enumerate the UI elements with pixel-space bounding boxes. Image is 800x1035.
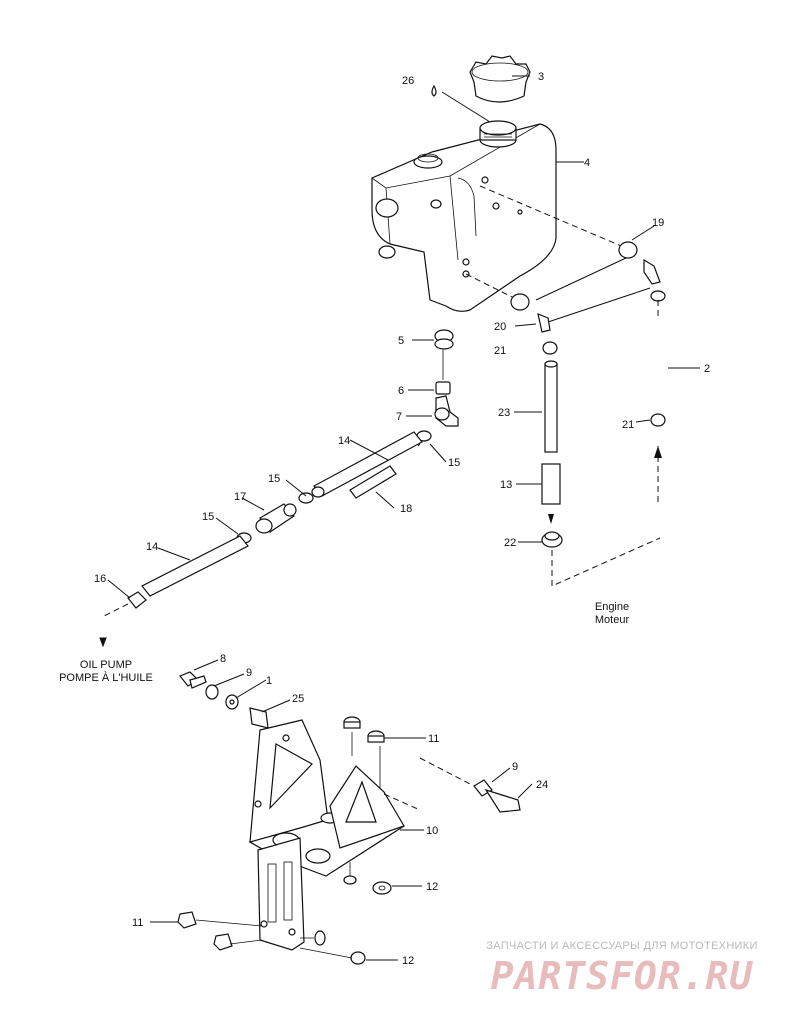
oil-filter	[255, 503, 297, 534]
callout-16: 16	[94, 573, 106, 585]
arrow-to-oil-pump-icon	[99, 637, 107, 648]
callout-15-upper: 15	[448, 457, 460, 469]
bolt	[179, 671, 207, 689]
callout-4: 4	[584, 157, 590, 169]
callout-12-lower: 12	[402, 955, 414, 967]
callout-11-upper: 11	[428, 733, 439, 745]
vent-spring	[541, 463, 561, 505]
callout-13: 13	[500, 479, 512, 491]
elbow-fitting	[434, 395, 459, 427]
clip-25	[249, 707, 269, 729]
callout-15-lower: 15	[202, 511, 214, 523]
callout-23: 23	[498, 407, 510, 419]
grommet-upper	[618, 241, 638, 259]
arrow-up-icon	[654, 446, 662, 458]
callout-14-lower: 14	[146, 541, 158, 553]
callout-26: 26	[402, 75, 414, 87]
callout-6: 6	[398, 385, 404, 397]
nut	[367, 730, 385, 743]
callout-8: 8	[220, 653, 226, 665]
washer	[205, 684, 219, 700]
callout-11-lower: 11	[132, 917, 143, 929]
oil-pump-label-en: OIL PUMP	[80, 659, 132, 671]
nut-lower-2	[213, 933, 233, 951]
washer-lower-2	[350, 951, 366, 965]
screw	[473, 779, 521, 813]
callout-15-mid: 15	[268, 473, 280, 485]
vent-fitting	[643, 258, 666, 316]
oil-drop-icon	[431, 84, 437, 97]
callout-21-upper: 21	[494, 345, 506, 357]
watermark-logo: PARTSFOR.RU	[490, 954, 754, 998]
watermark-tagline: ЗАПЧАСТИ И АКСЕССУАРЫ ДЛЯ МОТОТЕХНИКИ	[486, 940, 758, 952]
callout-21-lower: 21	[622, 419, 634, 431]
callout-12-upper: 12	[426, 881, 438, 893]
oil-tank	[371, 123, 557, 312]
nut-lower	[177, 911, 197, 929]
lock-washer	[225, 694, 239, 710]
pump-fitting	[127, 591, 147, 609]
clamp-21-upper	[542, 341, 558, 355]
callout-19: 19	[652, 217, 664, 229]
washer-large	[372, 881, 392, 895]
callout-22: 22	[504, 537, 516, 549]
tank-cap	[469, 55, 531, 103]
callout-18: 18	[400, 503, 412, 515]
vent-hose	[544, 360, 558, 453]
callout-10: 10	[426, 825, 438, 837]
callout-5: 5	[398, 335, 404, 347]
filler-neck	[479, 120, 517, 148]
callout-20: 20	[494, 321, 506, 333]
callout-2: 2	[704, 363, 710, 375]
leader-lines	[107, 75, 700, 961]
callout-9-right: 9	[512, 761, 518, 773]
grommet-lower	[510, 293, 530, 311]
mounting-bracket	[248, 719, 406, 951]
hose-clamp	[298, 492, 314, 504]
callout-7: 7	[396, 411, 402, 423]
clamp-21-lower	[650, 413, 666, 427]
check-valve	[541, 531, 563, 548]
short-hose	[435, 381, 451, 395]
callout-25: 25	[292, 693, 304, 705]
callout-17: 17	[234, 491, 246, 503]
callout-3: 3	[538, 71, 544, 83]
callout-9-left: 9	[246, 667, 252, 679]
callout-1: 1	[266, 675, 272, 687]
washer-small	[343, 875, 357, 885]
outlet-grommet	[434, 329, 454, 350]
washer-lower	[314, 930, 326, 946]
engine-label-fr: Moteur	[595, 614, 630, 626]
engine-label-en: Engine	[595, 601, 629, 613]
elbow-fitting-lower	[537, 313, 551, 333]
oil-hose-lower	[141, 535, 249, 597]
oil-pump-label-fr: POMPE À L'HUILE	[59, 671, 153, 684]
oil-hose-upper	[311, 431, 423, 498]
arrow-down-icon	[548, 514, 554, 524]
callout-24: 24	[536, 779, 548, 791]
callout-14-upper: 14	[338, 435, 350, 447]
nut	[343, 716, 361, 729]
protective-spring	[349, 465, 397, 499]
watermark: ЗАПЧАСТИ И АКСЕССУАРЫ ДЛЯ МОТОТЕХНИКИ PA…	[472, 940, 772, 998]
